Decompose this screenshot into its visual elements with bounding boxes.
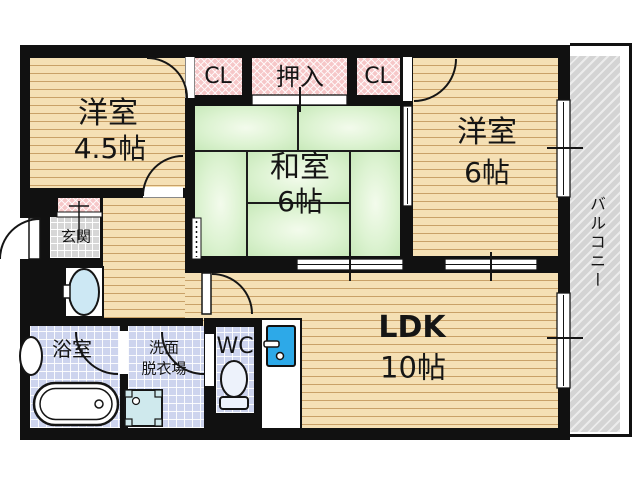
hallway-floor <box>185 273 203 318</box>
tatami-mat <box>299 106 400 150</box>
washroom-label-1: 洗面 <box>148 338 180 357</box>
shoe-cabinet <box>58 198 100 212</box>
room-western-4-5-label: 洋室 <box>78 96 138 131</box>
closet-right-label: CL <box>364 64 392 89</box>
room-japanese <box>195 106 400 256</box>
tatami-mat <box>351 152 400 256</box>
room-western-6-label: 洋室 <box>457 115 517 150</box>
oshiire-closet <box>252 58 347 95</box>
washbasin-alcove <box>64 266 104 318</box>
room-western-4-5-size: 4.5帖 <box>73 132 147 165</box>
wc-label: WC <box>216 334 254 359</box>
washroom-label-2: 脱衣場 <box>141 359 187 378</box>
room-ldk-label: LDK <box>378 310 446 345</box>
room-japanese-label: 和室 <box>270 150 330 185</box>
tatami-mat <box>248 204 349 256</box>
balcony-label: バルコニー <box>587 195 606 291</box>
closet-left <box>195 58 242 95</box>
room-ldk-size: 10帖 <box>380 350 446 385</box>
hallway-floor <box>103 198 185 318</box>
entrance-label: 玄関 <box>60 227 92 246</box>
closet-right <box>357 58 400 95</box>
kitchen-sink-icon <box>266 325 296 367</box>
room-japanese-size: 6帖 <box>277 185 323 218</box>
bathroom-label: 浴室 <box>52 337 92 361</box>
balcony: バルコニー <box>570 43 632 437</box>
room-western-6-size: 6帖 <box>464 156 510 189</box>
closet-left-label: CL <box>204 64 232 89</box>
entrance-floor <box>50 217 100 258</box>
tatami-mat <box>195 152 246 256</box>
oshiire-label: 押入 <box>276 63 324 91</box>
balcony-floor <box>570 56 620 432</box>
tatami-mat <box>248 152 349 202</box>
tatami-mat <box>195 106 297 150</box>
